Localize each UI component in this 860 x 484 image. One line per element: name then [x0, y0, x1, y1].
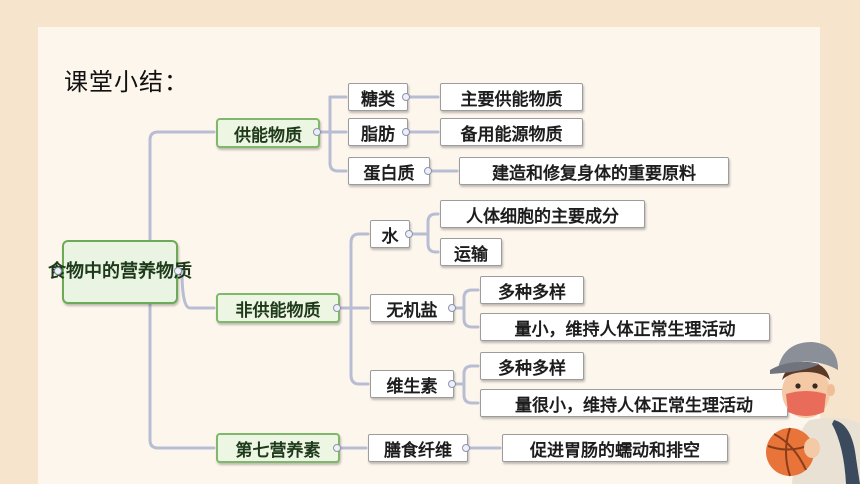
protein-collapse-icon[interactable] — [424, 167, 432, 175]
salt-desc-2: 量小，维持人体正常生理活动 — [480, 313, 770, 341]
nonsupply-collapse-icon[interactable] — [333, 304, 341, 312]
carbohydrate-collapse-icon[interactable] — [402, 93, 410, 101]
boy-illustration — [766, 342, 860, 484]
salt-collapse-icon[interactable] — [448, 304, 456, 312]
supply-collapse-icon[interactable] — [313, 128, 321, 136]
fat-node: 脂肪 — [348, 118, 408, 146]
seventh-node: 第七营养素 — [216, 433, 340, 463]
fat-desc: 备用能源物质 — [440, 118, 583, 146]
root-line-1: 食物中的 — [48, 260, 120, 282]
supply-node: 供能物质 — [216, 118, 320, 148]
fiber-collapse-icon[interactable] — [462, 444, 470, 452]
salt-node: 无机盐 — [370, 294, 454, 322]
vitamin-node: 维生素 — [370, 370, 454, 398]
protein-desc: 建造和修复身体的重要原料 — [459, 157, 729, 185]
salt-desc-1: 多种多样 — [480, 276, 584, 304]
protein-node: 蛋白质 — [348, 157, 430, 185]
carbohydrate-desc: 主要供能物质 — [440, 83, 583, 111]
root-collapse-icon[interactable] — [54, 267, 62, 275]
carbohydrate-node: 糖类 — [348, 83, 408, 111]
vitamin-desc-2: 量很小，维持人体正常生理活动 — [480, 389, 788, 417]
root-node: 食物中的 营养物质 — [48, 240, 192, 304]
root-line-2: 营养物质 — [120, 260, 192, 282]
fiber-desc: 促进胃肠的蠕动和排空 — [502, 434, 728, 462]
seventh-collapse-icon[interactable] — [333, 444, 341, 452]
nonsupply-node: 非供能物质 — [216, 293, 340, 323]
water-desc-1: 人体细胞的主要成分 — [440, 200, 645, 228]
water-node: 水 — [370, 220, 410, 248]
page-title: 课堂小结： — [64, 68, 189, 96]
vitamin-collapse-icon[interactable] — [448, 380, 456, 388]
root-collapse-icon-right[interactable] — [174, 267, 182, 275]
water-desc-2: 运输 — [440, 238, 502, 266]
fiber-node: 膳食纤维 — [368, 434, 468, 462]
fat-collapse-icon[interactable] — [402, 128, 410, 136]
water-collapse-icon[interactable] — [405, 230, 413, 238]
vitamin-desc-1: 多种多样 — [480, 352, 584, 380]
